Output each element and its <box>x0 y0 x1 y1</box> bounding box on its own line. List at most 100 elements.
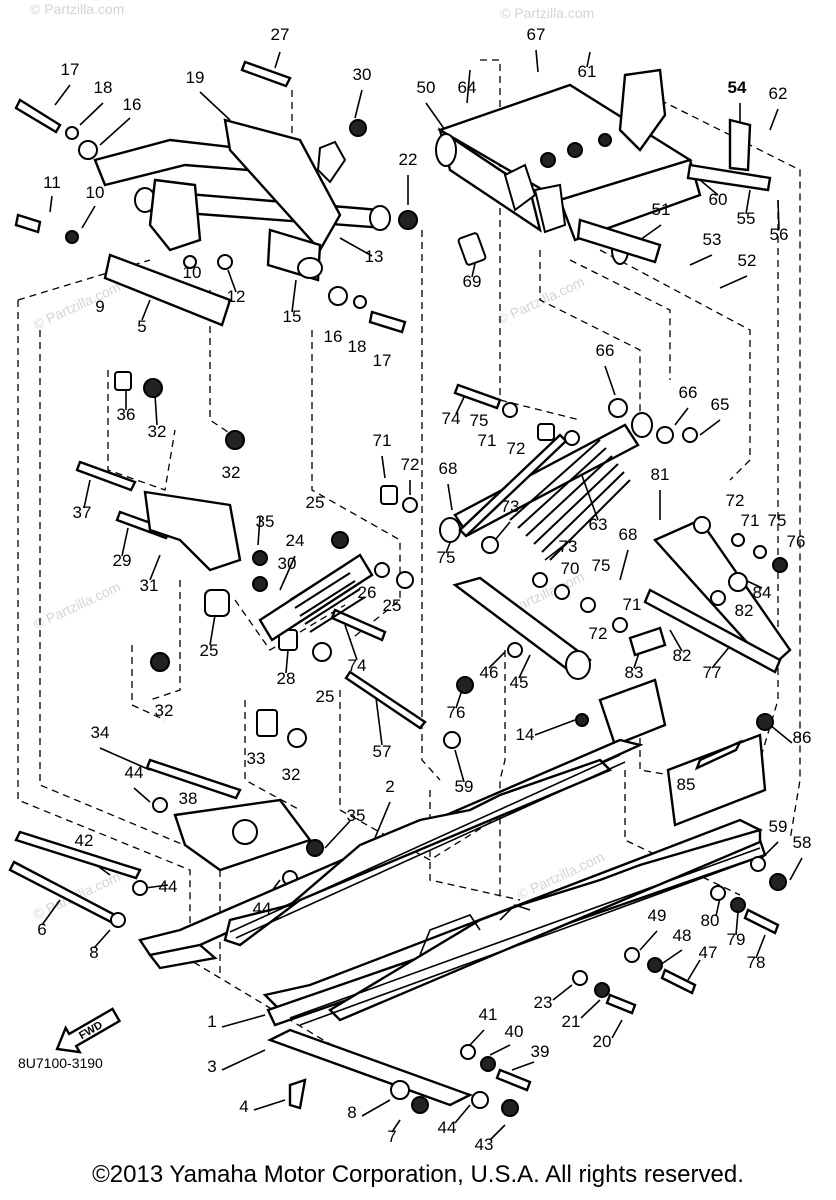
callout-label-18: 18 <box>348 337 367 356</box>
callout-label-30: 30 <box>278 554 297 573</box>
callout-label-71: 71 <box>623 595 642 614</box>
callout-label-5: 5 <box>137 317 146 336</box>
callout-label-86: 86 <box>793 728 812 747</box>
callout-label-25: 25 <box>383 596 402 615</box>
callout-label-73: 73 <box>501 497 520 516</box>
callout-label-10: 10 <box>86 183 105 202</box>
callout-label-24: 24 <box>286 531 305 550</box>
callout-label-63: 63 <box>589 515 608 534</box>
callout-label-44: 44 <box>253 899 272 918</box>
callout-label-38: 38 <box>179 789 198 808</box>
callout-label-29: 29 <box>113 551 132 570</box>
callout-label-32: 32 <box>282 765 301 784</box>
callout-label-44: 44 <box>438 1118 457 1137</box>
callout-label-32: 32 <box>155 701 174 720</box>
callout-label-74: 74 <box>348 656 367 675</box>
callout-label-62: 62 <box>769 84 788 103</box>
callout-label-45: 45 <box>510 673 529 692</box>
callout-label-35: 35 <box>347 806 366 825</box>
callout-label-22: 22 <box>399 150 418 169</box>
callout-label-16: 16 <box>123 95 142 114</box>
callout-label-8: 8 <box>347 1103 356 1122</box>
callout-label-6: 6 <box>37 920 46 939</box>
callout-label-61: 61 <box>578 62 597 81</box>
callout-label-21: 21 <box>562 1012 581 1031</box>
callout-label-78: 78 <box>747 953 766 972</box>
callout-label-2: 2 <box>385 777 394 796</box>
slide-rails <box>138 738 787 1117</box>
callout-label-74: 74 <box>442 409 461 428</box>
callout-label-67: 67 <box>527 25 546 44</box>
callout-label-57: 57 <box>373 742 392 761</box>
callout-label-33: 33 <box>247 749 266 768</box>
callout-label-8: 8 <box>89 943 98 962</box>
callout-label-47: 47 <box>699 943 718 962</box>
callout-label-17: 17 <box>61 60 80 79</box>
assembly-reference-lines <box>17 59 801 1051</box>
callout-label-25: 25 <box>306 493 325 512</box>
callout-label-79: 79 <box>727 930 746 949</box>
callout-label-69: 69 <box>463 272 482 291</box>
callout-label-51: 51 <box>652 200 671 219</box>
callout-label-19: 19 <box>186 68 205 87</box>
callout-label-84: 84 <box>753 583 772 602</box>
callout-label-55: 55 <box>737 209 756 228</box>
callout-label-52: 52 <box>738 251 757 270</box>
suspension-exploded-diagram: © Partzilla.com © Partzilla.com © Partzi… <box>8 1 811 1150</box>
callout-label-75: 75 <box>768 511 787 530</box>
watermark-text: © Partzilla.com <box>500 5 594 21</box>
callout-label-49: 49 <box>648 906 667 925</box>
callout-label-71: 71 <box>478 431 497 450</box>
callout-label-25: 25 <box>200 641 219 660</box>
callout-label-72: 72 <box>401 455 420 474</box>
callout-label-81: 81 <box>651 465 670 484</box>
callout-label-76: 76 <box>447 703 466 722</box>
callout-label-17: 17 <box>373 351 392 370</box>
callout-label-20: 20 <box>593 1032 612 1051</box>
callout-label-83: 83 <box>625 663 644 682</box>
callout-label-26: 26 <box>358 583 377 602</box>
callout-label-1: 1 <box>207 1012 216 1031</box>
diagram-part-code: 8U7100-3190 <box>18 1055 103 1071</box>
callout-label-70: 70 <box>561 559 580 578</box>
callout-label-53: 53 <box>703 230 722 249</box>
callout-label-85: 85 <box>677 775 696 794</box>
callout-label-73: 73 <box>559 537 578 556</box>
callout-label-77: 77 <box>703 663 722 682</box>
callout-label-50: 50 <box>417 78 436 97</box>
callout-label-44: 44 <box>159 877 178 896</box>
callout-label-11: 11 <box>43 173 61 192</box>
callout-label-71: 71 <box>741 511 760 530</box>
callout-label-32: 32 <box>222 463 241 482</box>
callout-label-43: 43 <box>475 1135 494 1150</box>
callout-label-65: 65 <box>711 395 730 414</box>
callout-label-72: 72 <box>726 491 745 510</box>
callout-label-31: 31 <box>140 576 159 595</box>
callout-label-54: 54 <box>728 78 747 97</box>
copyright-notice: ©2013 Yamaha Motor Corporation, U.S.A. A… <box>92 1161 744 1188</box>
callout-label-44: 44 <box>125 763 144 782</box>
callout-label-40: 40 <box>505 1022 524 1041</box>
fwd-arrow-icon: FWD <box>55 1007 122 1054</box>
callout-label-82: 82 <box>735 601 754 620</box>
callout-label-27: 27 <box>271 25 290 44</box>
callout-label-72: 72 <box>507 439 526 458</box>
hardware-parts <box>8 60 792 928</box>
callout-label-32: 32 <box>148 422 167 441</box>
callout-label-56: 56 <box>770 225 789 244</box>
callout-labels: 1718161927301110101295151322161817363232… <box>37 25 811 1150</box>
watermark-text: © Partzilla.com <box>31 278 123 332</box>
watermark-text: © Partzilla.com <box>31 578 123 632</box>
callout-label-15: 15 <box>283 307 302 326</box>
watermark-text: © Partzilla.com <box>30 1 124 17</box>
callout-label-75: 75 <box>437 548 456 567</box>
front-suspension-arm <box>93 118 391 327</box>
callout-label-80: 80 <box>701 911 720 930</box>
callout-label-18: 18 <box>94 78 113 97</box>
callout-label-60: 60 <box>709 190 728 209</box>
callout-label-48: 48 <box>673 926 692 945</box>
callout-label-23: 23 <box>534 993 553 1012</box>
callout-label-75: 75 <box>592 556 611 575</box>
callout-label-66: 66 <box>679 383 698 402</box>
callout-label-59: 59 <box>455 777 474 796</box>
